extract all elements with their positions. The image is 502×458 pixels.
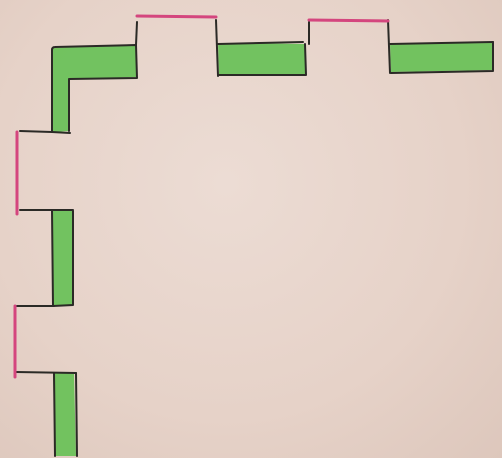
horizontal-border-segment	[218, 43, 306, 74]
segment-top-line	[218, 42, 303, 44]
vertical-segment-edge	[54, 373, 55, 456]
step-riser-line	[388, 20, 390, 73]
left-step-line	[20, 131, 52, 132]
corner-border-segment	[52, 45, 137, 132]
green-fill-layer	[52, 43, 493, 456]
vertical-border-segment	[53, 372, 76, 456]
magenta-gap-line	[309, 20, 388, 21]
step-riser-line	[216, 20, 218, 76]
horizontal-border-segment	[390, 43, 493, 72]
step-riser-line	[136, 22, 137, 45]
corner-cap-line	[52, 132, 70, 133]
left-step-line	[16, 372, 76, 373]
black-ink-layer	[16, 20, 493, 456]
vertical-border-segment	[52, 210, 73, 306]
vertical-segment-edge	[76, 373, 77, 456]
magenta-gap-line	[137, 16, 216, 17]
